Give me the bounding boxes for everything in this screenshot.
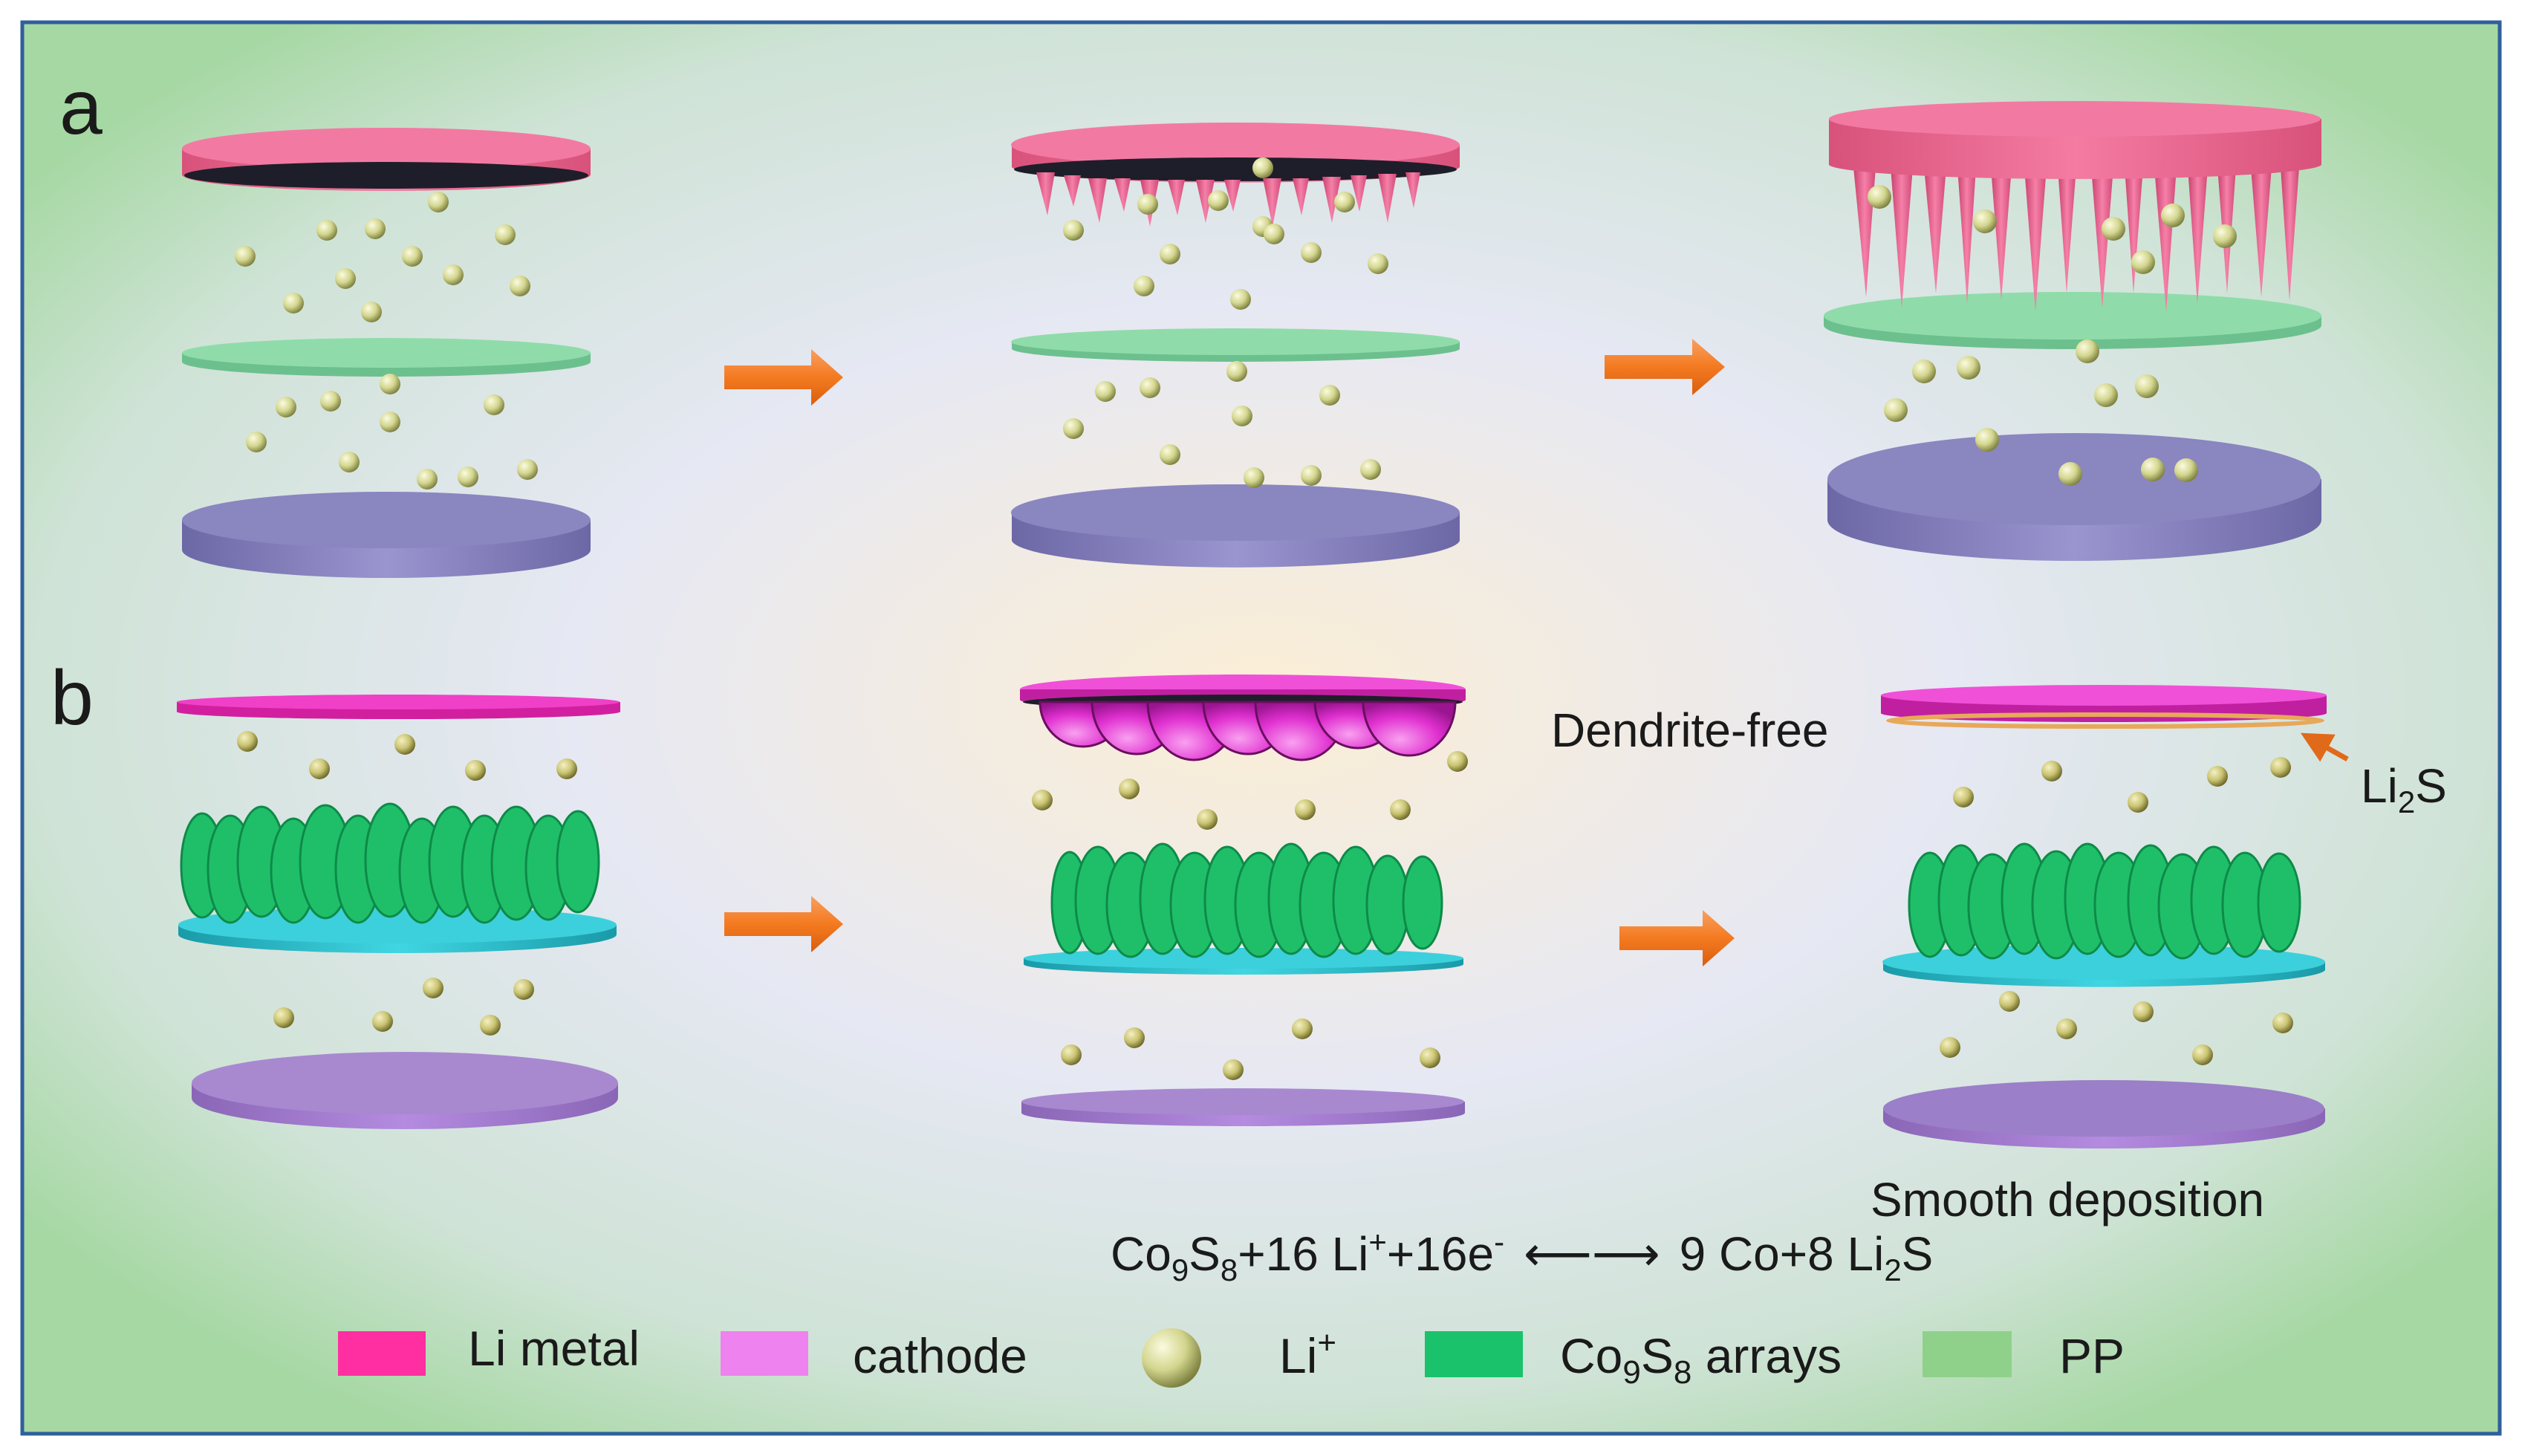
legend-swatch-pp <box>1923 1331 2012 1377</box>
cathode-disk <box>182 492 591 578</box>
co9s8-arrays <box>1050 842 1443 958</box>
dendrite-icon <box>1036 172 1420 227</box>
li-ion-group <box>1868 185 2237 486</box>
cathode-disk <box>192 1052 618 1129</box>
cathode-disk <box>1827 433 2321 562</box>
figure-frame <box>20 20 2502 1436</box>
dendrite-free-caption: Dendrite-free <box>1551 703 1829 757</box>
panel-label-b: b <box>51 655 94 741</box>
legend-swatch-li-metal <box>338 1331 426 1376</box>
li2s-layer <box>1886 712 2324 729</box>
arrow-right-icon <box>724 349 843 406</box>
li2s-pointer-icon <box>2300 732 2349 762</box>
co9s8-arrays <box>180 802 600 924</box>
cathode-disk <box>1883 1080 2325 1149</box>
cell-a2 <box>1011 123 1460 568</box>
legend: Li metal cathode Li+ Co9S8 arrays PP <box>338 1321 2125 1391</box>
li-ion-group <box>1032 751 1468 1080</box>
li-metal-disk <box>1829 101 2321 179</box>
legend-label-li-ion: Li+ <box>1279 1325 1336 1383</box>
li-ion-group <box>235 192 538 490</box>
cell-a3 <box>1824 101 2321 562</box>
pp-separator <box>182 338 591 377</box>
li-ion-group <box>237 731 577 1036</box>
li2s-caption: Li2S <box>2361 759 2447 819</box>
li-metal-disk <box>182 128 591 191</box>
legend-label-pp: PP <box>2059 1328 2125 1383</box>
cathode-disk <box>1021 1088 1465 1127</box>
pp-separator <box>1824 292 2321 349</box>
legend-label-li-metal: Li metal <box>468 1321 640 1376</box>
panel-label-a: a <box>59 65 103 151</box>
li-metal-disk <box>177 695 620 720</box>
smooth-deposition-caption: Smooth deposition <box>1871 1173 2264 1226</box>
cell-b3 <box>1881 685 2349 1149</box>
co9s8-arrays <box>1908 842 2301 960</box>
cathode-disk <box>1011 484 1460 568</box>
co9s8-substrate <box>1024 948 1463 975</box>
legend-label-co9s8-arrays: Co9S8 arrays <box>1560 1328 1842 1391</box>
legend-swatch-cathode <box>721 1331 808 1376</box>
cell-b2 <box>1020 675 1468 1127</box>
cell-b1 <box>177 695 620 1129</box>
dendrite-icon <box>1853 167 2299 312</box>
li-ion-group <box>1063 157 1388 488</box>
arrow-right-icon <box>1619 910 1735 966</box>
legend-swatch-co9s8 <box>1425 1331 1523 1377</box>
li-metal-disk <box>1011 123 1460 183</box>
co9s8-substrate <box>1882 944 2325 987</box>
reaction-equation: Co9S8+16 Li++16e-⟵⟶9 Co+8 Li2S <box>1111 1224 1933 1287</box>
li-deposit-domes <box>1039 701 1457 761</box>
li-ion-group <box>1940 757 2293 1065</box>
arrow-right-icon <box>1605 339 1725 395</box>
pp-separator <box>1011 328 1460 362</box>
cell-a1 <box>182 128 591 578</box>
legend-label-cathode: cathode <box>853 1328 1027 1383</box>
li-ion-sphere-icon <box>1142 1328 1201 1388</box>
arrow-right-icon <box>724 896 843 952</box>
